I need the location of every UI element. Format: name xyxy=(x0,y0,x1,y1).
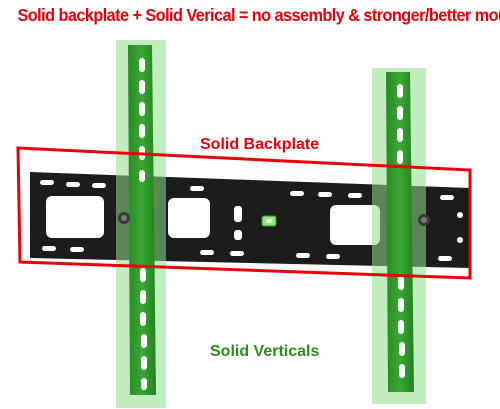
backplate-label: Solid Backplate xyxy=(200,136,320,153)
right-vertical-arm xyxy=(372,68,430,404)
backplate-outline xyxy=(16,146,472,280)
bubble-level-icon xyxy=(261,215,277,227)
headline: Solid backplate + Solid Verical = no ass… xyxy=(17,5,500,25)
verticals-label: Solid Verticals xyxy=(210,343,320,360)
left-vertical-arm xyxy=(116,40,166,408)
